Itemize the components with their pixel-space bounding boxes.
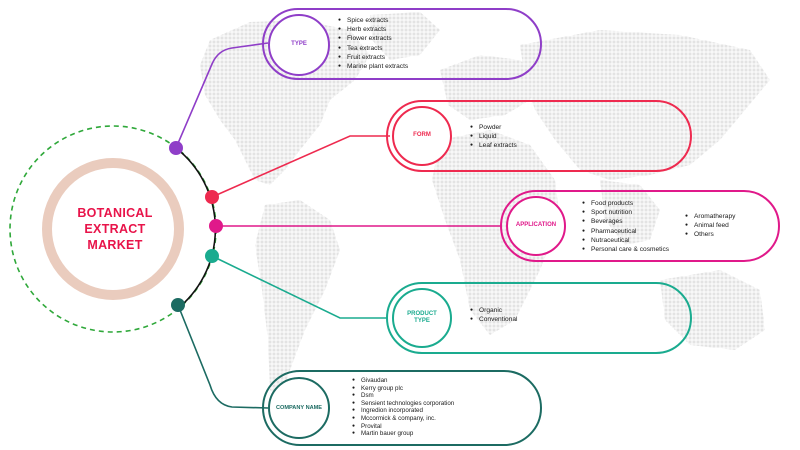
dot-form [205,190,219,204]
product-type-label-line1: PRODUCT [407,310,437,317]
type-panel [262,8,542,80]
list-item: Powder [470,123,517,132]
list-item: Leaf extracts [470,141,517,150]
list-item: Liquid [470,132,517,141]
type-list: Spice extracts Herb extracts Flower extr… [338,16,408,71]
company-name-label: COMPANY NAME [275,404,323,411]
list-item: Ingredion incorporated [352,407,454,415]
title-ring [42,158,184,300]
dot-type [169,141,183,155]
application-list-right: Aromatherapy Animal feed Others [685,212,735,240]
form-list: Powder Liquid Leaf extracts [470,123,517,151]
list-item: Food products [582,199,669,208]
list-item: Others [685,230,735,239]
type-node: TYPE [268,14,330,76]
list-item: Tea extracts [338,44,408,53]
type-label: TYPE [291,41,307,48]
list-item: Provital [352,423,454,431]
list-item: Animal feed [685,221,735,230]
list-item: Beverages [582,217,669,226]
connector-product-type [211,255,388,319]
product-type-list: Organic Conventional [470,306,518,324]
form-panel [386,100,692,172]
form-node: FORM [392,106,452,166]
company-name-list: Givaudan Kerry group plc Dsm Sensient te… [352,377,454,438]
list-item: Flower extracts [338,34,408,43]
list-item: Sport nutrition [582,208,669,217]
list-item: Mccormick & company, inc. [352,415,454,423]
market-title: BOTANICAL EXTRACT MARKET [77,206,153,252]
company-name-node: COMPANY NAME [268,377,330,439]
product-type-label-line2: TYPE [414,318,430,324]
product-type-label: PRODUCT TYPE [407,311,437,325]
map-north-america [200,20,370,185]
list-item: Personal care & cosmetics [582,245,669,254]
map-asia [520,30,770,180]
list-item: Pharmaceutical [582,227,669,236]
list-item: Organic [470,306,518,315]
list-item: Marine plant extracts [338,62,408,71]
company-name-panel [262,370,542,446]
list-item: Dsm [352,392,454,400]
product-type-panel [386,282,692,354]
application-list-left: Food products Sport nutrition Beverages … [582,199,669,254]
list-item: Sensient technologies corporation [352,400,454,408]
application-label: APPLICATION [515,222,557,229]
list-item: Kerry group plc [352,385,454,393]
list-item: Fruit extracts [338,53,408,62]
dot-product-type [205,249,219,263]
product-type-node: PRODUCT TYPE [392,288,452,348]
dot-company-name [171,298,185,312]
map-south-america [255,200,340,400]
application-panel [500,190,780,262]
connector-form [211,135,390,198]
list-item: Conventional [470,315,518,324]
list-item: Givaudan [352,377,454,385]
form-label: FORM [413,132,431,139]
application-node: APPLICATION [506,196,566,256]
connector-type [175,42,269,149]
list-item: Nutraceutical [582,236,669,245]
list-item: Herb extracts [338,25,408,34]
list-item: Martin bauer group [352,430,454,438]
list-item: Spice extracts [338,16,408,25]
list-item: Aromatherapy [685,212,735,221]
connector-company [177,304,269,409]
dot-application [209,219,223,233]
